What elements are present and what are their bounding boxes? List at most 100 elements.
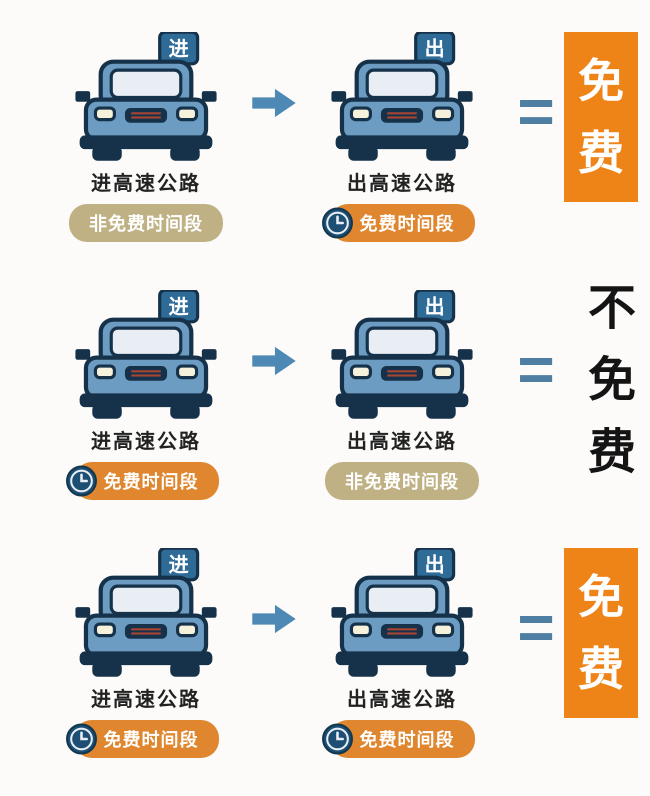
wheel-left [92,145,122,161]
wheel-right [170,661,200,677]
arrow-right-icon [252,602,296,636]
headlight-left [93,622,116,638]
wheel-left [348,661,378,677]
mirror-left [331,349,347,360]
flag-sign: 出 [414,548,456,589]
grille [124,108,168,123]
car-caption: 进高速公路 [91,689,201,711]
grille [380,366,424,381]
bumper [335,135,469,150]
wheel-left [92,403,122,419]
exit-car-group: 出 出高速公路 [300,290,504,500]
equals-sign: = [517,75,555,147]
result-char: 费 [587,426,636,479]
wheel-right [170,145,200,161]
windshield [365,68,439,100]
wheel-right [426,145,456,161]
wheel-left [348,403,378,419]
windshield [109,326,183,358]
mirror-right [201,607,217,618]
arrow-right-icon [252,86,296,120]
headlight-right [432,106,455,122]
result-char: 免 [578,55,624,107]
grille [380,108,424,123]
exit-car-group: 出 出高速公路 [300,32,504,242]
flag-label: 进 [169,553,189,576]
equals-sign: = [517,591,555,663]
result-text: 不 免 费 [588,285,636,477]
car-caption: 出高速公路 [347,689,457,711]
result-badge: 免 费 [564,32,638,202]
enter-car-group: 进 进高速公路 [44,548,248,758]
result-char: 费 [578,643,624,695]
enter-car-group: 进 进高速公路 [44,290,248,500]
rule-row-1: 进 进高速公路 [0,8,650,266]
time-period-badge: 免费时间段 [321,204,475,242]
result-char: 费 [578,127,624,179]
time-period-badge: 免费时间段 [65,720,219,758]
windshield [365,584,439,616]
wheel-left [348,145,378,161]
result-char: 免 [587,354,636,407]
car-caption: 进高速公路 [91,173,201,195]
mirror-right [457,349,473,360]
car-caption: 进高速公路 [91,431,201,453]
wheel-right [170,403,200,419]
mirror-right [457,607,473,618]
headlight-right [432,364,455,380]
grille [124,366,168,381]
mirror-right [201,349,217,360]
car-icon: 出 [331,32,473,161]
time-period-badge: 免费时间段 [65,462,219,500]
result-char: 免 [578,571,624,623]
time-period-badge: 非免费时间段 [325,462,479,500]
car-caption: 出高速公路 [347,173,457,195]
badge-label: 免费时间段 [103,730,199,750]
bumper [335,393,469,408]
result-badge: 免 费 [564,548,638,718]
bumper [79,651,213,666]
clock-icon [65,723,97,755]
mirror-left [331,607,347,618]
headlight-right [176,106,199,122]
mirror-right [201,91,217,102]
badge-label: 非免费时间段 [89,214,203,234]
badge-label: 免费时间段 [359,214,455,234]
windshield [365,326,439,358]
clock-icon [321,207,353,239]
mirror-left [75,607,91,618]
flag-label: 进 [169,295,189,318]
mirror-right [457,91,473,102]
windshield [109,584,183,616]
exit-car-group: 出 出高速公路 [300,548,504,758]
mirror-left [75,91,91,102]
wheel-left [92,661,122,677]
clock-icon [321,723,353,755]
clock-icon [65,465,97,497]
headlight-right [432,622,455,638]
wheel-right [426,661,456,677]
car-icon: 进 [75,290,217,419]
windshield [109,68,183,100]
headlight-left [93,106,116,122]
time-period-badge: 免费时间段 [321,720,475,758]
car-icon: 出 [331,290,473,419]
rule-row-2: 进 进高速公路 [0,266,650,524]
flag-label: 进 [169,37,189,60]
flag-label: 出 [425,553,445,576]
rule-row-3: 进 进高速公路 [0,524,650,782]
badge-label: 免费时间段 [103,472,199,492]
equals-sign: = [517,333,555,405]
result-char: 不 [587,282,636,335]
headlight-left [349,106,372,122]
flag-sign: 进 [158,290,200,331]
headlight-left [349,622,372,638]
headlight-left [349,364,372,380]
headlight-right [176,622,199,638]
badge-label: 非免费时间段 [345,472,459,492]
headlight-right [176,364,199,380]
mirror-left [75,349,91,360]
car-icon: 进 [75,548,217,677]
badge-label: 免费时间段 [359,730,455,750]
